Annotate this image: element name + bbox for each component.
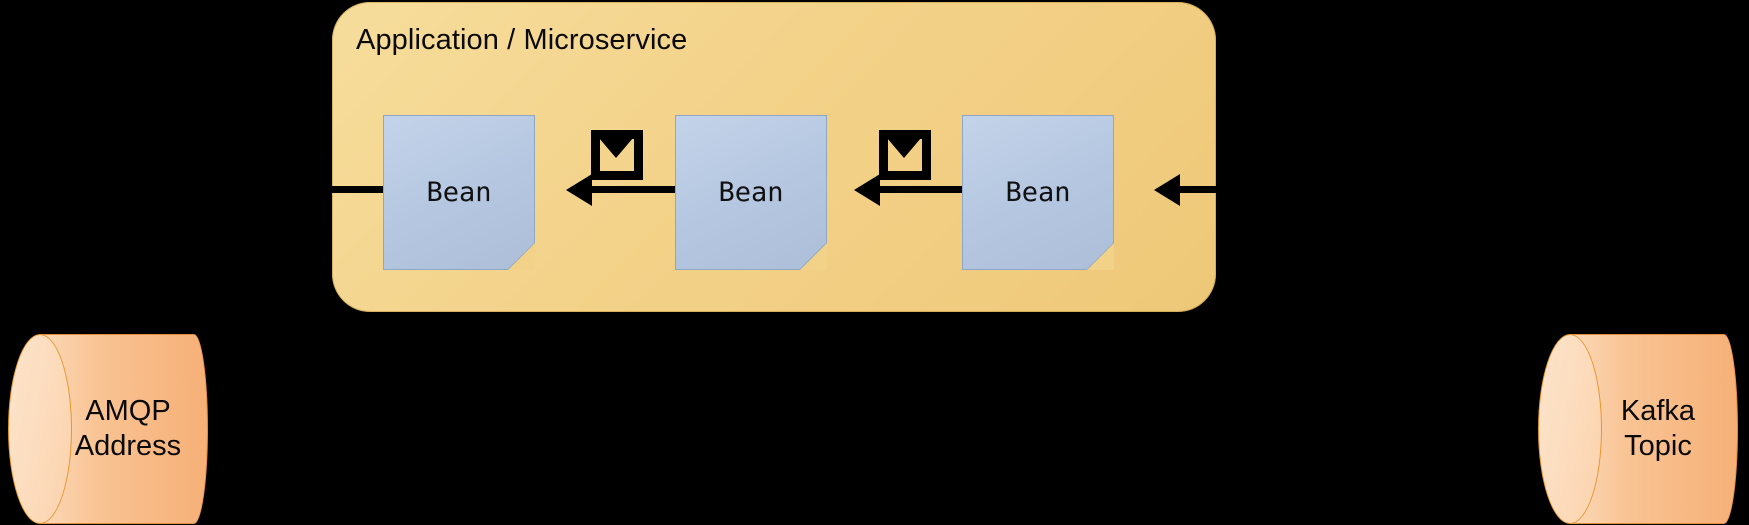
envelope-icon (879, 130, 931, 180)
bean-node-1[interactable]: Bean (383, 115, 535, 270)
amqp-address-line2: Address (74, 430, 182, 462)
bean-node-2[interactable]: Bean (675, 115, 827, 270)
kafka-topic-label: Kafka Topic (1578, 334, 1738, 524)
bean-label: Bean (426, 177, 492, 208)
document-fold-icon (800, 243, 827, 270)
kafka-topic-cylinder[interactable]: Kafka Topic (1538, 334, 1738, 524)
cylinder-cap (8, 334, 72, 524)
connector-bean3-to-bean2 (880, 186, 963, 193)
bean-node-3[interactable]: Bean (962, 115, 1114, 270)
envelope-flap-icon (599, 138, 633, 158)
application-microservice-title: Application / Microservice (356, 24, 688, 56)
amqp-address-line1: AMQP (85, 394, 171, 427)
connector-kafka-to-bean3 (1180, 186, 1220, 193)
kafka-topic-line1: Kafka (1620, 394, 1696, 427)
amqp-address-label: AMQP Address (48, 334, 208, 524)
bean-label: Bean (1005, 177, 1071, 208)
envelope-icon (591, 130, 643, 180)
arrowhead-bean2-to-bean1 (566, 174, 592, 206)
envelope-flap-icon (887, 138, 921, 158)
cylinder-cap (1538, 334, 1602, 524)
arrowhead-bean3-to-bean2 (854, 174, 880, 206)
bean-label: Bean (718, 177, 784, 208)
connector-bean2-to-bean1 (592, 186, 676, 193)
kafka-topic-line2: Topic (1624, 430, 1692, 462)
amqp-address-cylinder[interactable]: AMQP Address (8, 334, 208, 524)
connector-amqp-to-bean1 (332, 186, 384, 193)
arrowhead-kafka-to-bean3 (1154, 174, 1180, 206)
document-fold-icon (508, 243, 535, 270)
